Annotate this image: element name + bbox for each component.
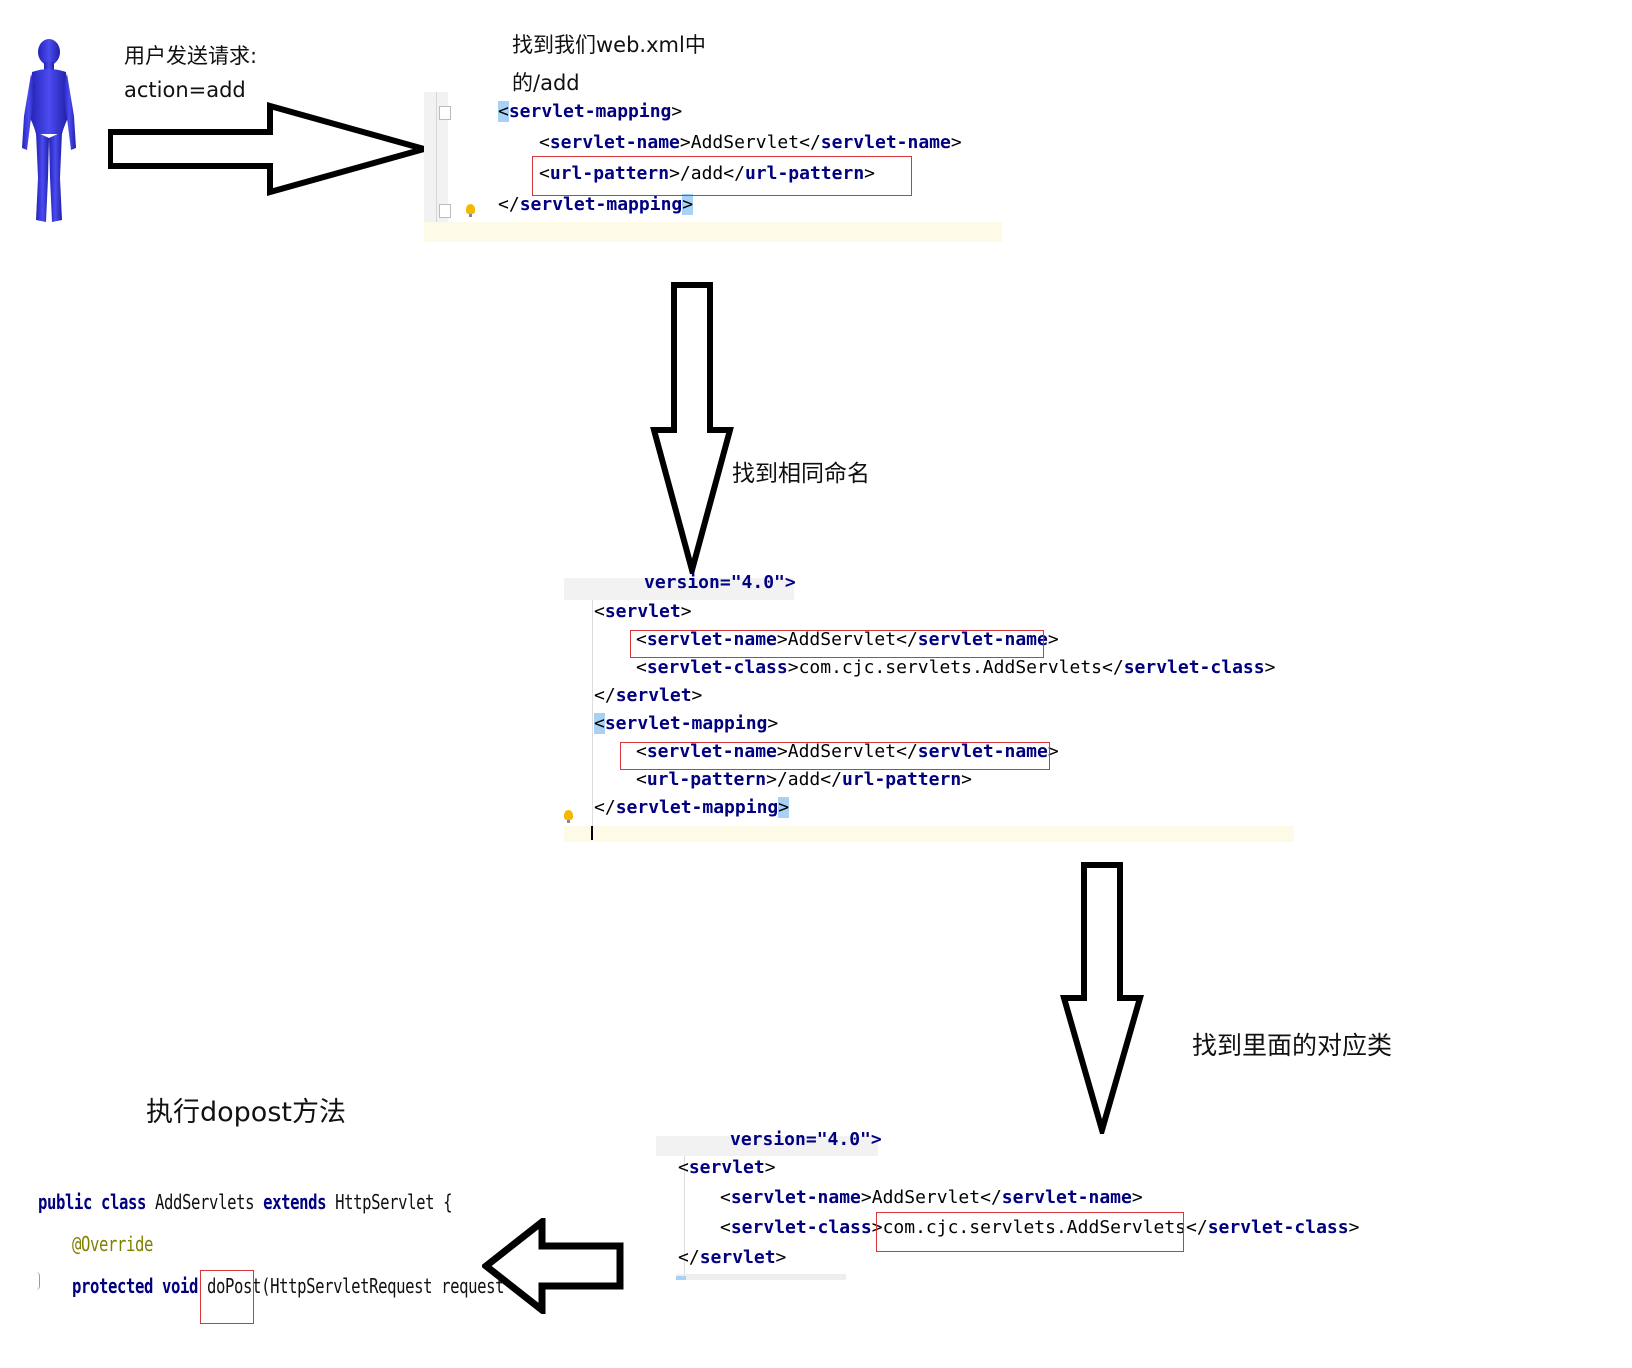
highlight-servlet-class-box: [876, 1212, 1184, 1252]
servlet-name-value: AddServlet: [787, 629, 897, 650]
code-snippet-webxml-full: version="4.0"> <servlet> <servlet-name>A…: [564, 572, 1294, 844]
keyword-protected: protected: [72, 1274, 154, 1298]
url-pattern-value: /add: [776, 769, 821, 790]
keyword-void: void: [162, 1274, 199, 1298]
arrow-right-icon: [108, 102, 428, 196]
tag-servlet-open: servlet: [688, 1157, 765, 1178]
override-annotation: @Override: [72, 1232, 154, 1256]
servlet-class-value: com.cjc.servlets.AddServlets: [798, 657, 1103, 678]
url-pattern-value: /add: [679, 163, 724, 184]
tag-servlet-mapping-close: servlet-mapping: [519, 194, 683, 215]
tag-url-pattern: url-pattern: [549, 163, 670, 184]
class-name: AddServlets: [155, 1190, 255, 1214]
execute-dopost-caption: 执行dopost方法: [146, 1097, 346, 1128]
tag-servlet-close: servlet: [615, 685, 692, 706]
method-name-dopost: doPost: [207, 1274, 262, 1298]
servlet-name-value: AddServlet: [871, 1187, 981, 1208]
version-attribute: version="4.0">: [730, 1129, 882, 1150]
method-params: (HttpServletRequest request: [261, 1274, 505, 1298]
keyword-class: class: [101, 1190, 147, 1214]
arrow-left-icon: [482, 1218, 624, 1314]
find-webxml-caption-line2: 的/add: [512, 71, 580, 95]
servlet-name-value: AddServlet: [690, 132, 800, 153]
person-icon: [22, 39, 76, 222]
code-snippet-webxml-mapping: <servlet-mapping> <servlet-name>AddServl…: [424, 92, 1002, 242]
tag-servlet-mapping-close: servlet-mapping: [615, 797, 779, 818]
tag-servlet-name: servlet-name: [549, 132, 680, 153]
code-snippet-servlet-class: version="4.0"> <servlet> <servlet-name>A…: [656, 1129, 1359, 1286]
servlet-name-value: AddServlet: [787, 741, 897, 762]
tag-url-pattern: url-pattern: [646, 769, 767, 790]
tag-servlet-mapping-open: servlet-mapping: [508, 101, 672, 122]
tag-servlet-name: servlet-name: [730, 1187, 861, 1208]
find-webxml-caption-line1: 找到我们web.xml中: [512, 33, 706, 57]
tag-servlet-name: servlet-name: [646, 741, 777, 762]
highlight-url-pattern-box: [532, 156, 912, 196]
user-request-caption-line1: 用户发送请求:: [124, 44, 258, 68]
tag-servlet-class: servlet-class: [646, 657, 788, 678]
user-request-caption-line2: action=add: [124, 78, 246, 102]
find-class-caption: 找到里面的对应类: [1192, 1031, 1393, 1060]
keyword-extends: extends: [263, 1190, 327, 1214]
servlet-class-value: com.cjc.servlets.AddServlets: [882, 1217, 1187, 1238]
lightbulb-icon: [564, 810, 573, 823]
tag-servlet-class: servlet-class: [730, 1217, 872, 1238]
super-class-name: HttpServlet {: [335, 1190, 453, 1214]
tag-servlet-name: servlet-name: [646, 629, 777, 650]
tag-servlet-mapping-open: servlet-mapping: [604, 713, 768, 734]
lightbulb-icon: [466, 204, 475, 217]
arrow-down-icon: [650, 282, 734, 574]
code-snippet-java-class: public class AddServlets extends HttpSer…: [36, 1188, 505, 1328]
highlight-servlet-name-box-1: [630, 630, 1044, 658]
arrow-down-icon: [1060, 862, 1144, 1134]
highlight-servlet-name-box-2: [620, 742, 1050, 770]
keyword-public: public: [38, 1190, 93, 1214]
find-same-name-caption: 找到相同命名: [732, 461, 870, 487]
tag-servlet-open: servlet: [604, 601, 681, 622]
tag-servlet-close: servlet: [699, 1247, 776, 1268]
highlight-dopost-box: [200, 1270, 254, 1324]
version-attribute: version="4.0">: [644, 572, 796, 593]
